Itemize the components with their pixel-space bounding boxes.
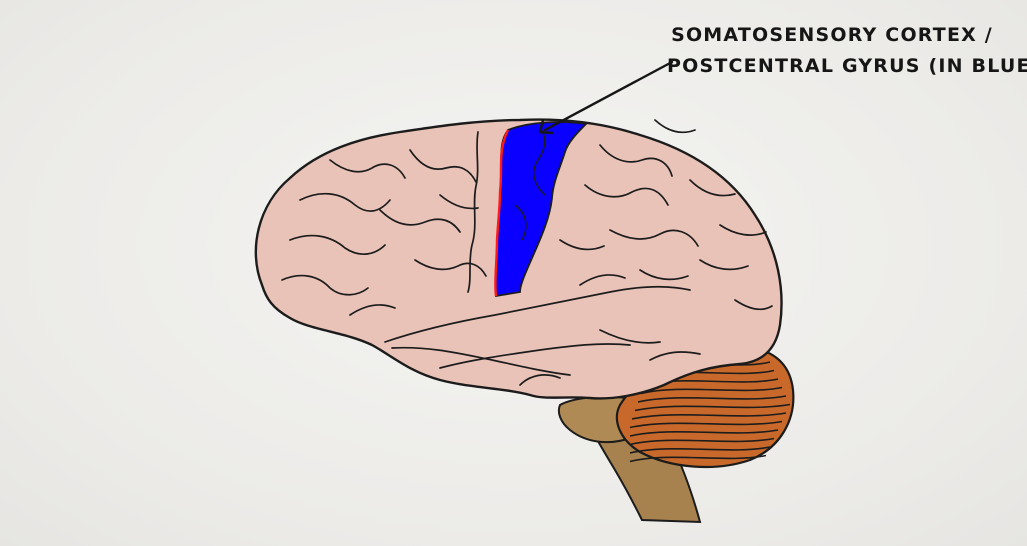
cerebellum-folium	[631, 412, 787, 420]
annotation-line-1: SOMATOSENSORY CORTEX /	[671, 24, 993, 46]
postcentral-fold	[514, 204, 527, 241]
cerebellum-folium	[629, 420, 783, 429]
cerebellum-folium	[629, 446, 771, 454]
central-sulcus-edge	[494, 129, 510, 297]
postcentral-fold	[533, 127, 546, 196]
cerebellum-folium	[629, 429, 779, 437]
cerebellum-folium	[629, 437, 775, 446]
annotation-line-2: POSTCENTRAL GYRUS (IN BLUE)	[667, 55, 1027, 77]
cerebellum-folium	[629, 454, 767, 463]
cerebellum-folium	[634, 403, 791, 412]
cerebellum-folium	[637, 395, 787, 403]
callout-arrowhead	[538, 118, 554, 135]
annotation-label: SOMATOSENSORY CORTEX / POSTCENTRAL GYRUS…	[667, 20, 1027, 82]
cerebellum-folium	[640, 386, 783, 395]
callout-leader-line	[543, 60, 674, 132]
cerebral-sulci	[281, 119, 773, 386]
